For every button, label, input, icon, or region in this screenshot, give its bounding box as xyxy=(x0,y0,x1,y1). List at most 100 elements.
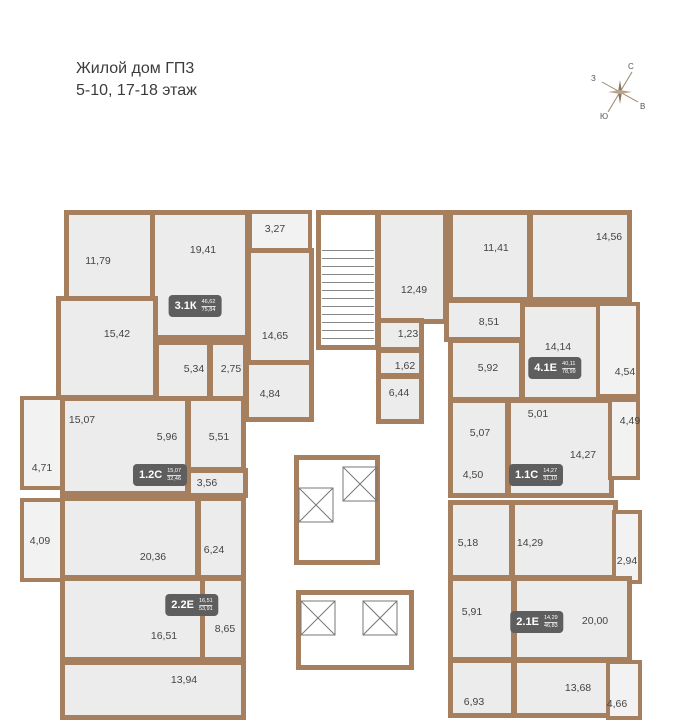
core-area xyxy=(294,455,380,565)
room xyxy=(56,296,158,400)
room-area-label: 11,41 xyxy=(483,242,509,254)
room xyxy=(528,210,632,302)
room xyxy=(448,398,510,498)
room-area-label: 14,14 xyxy=(544,341,572,353)
room-area-label: 11,79 xyxy=(85,255,111,267)
stair-step xyxy=(322,322,374,323)
living-area: 46,62 xyxy=(201,298,216,307)
room xyxy=(512,658,612,718)
room-area-label: 19,41 xyxy=(189,244,217,256)
apartment-code: 3.1К xyxy=(174,300,197,312)
total-area: 46,83 xyxy=(543,622,558,629)
room-area-label: 4,66 xyxy=(606,698,628,710)
room-area-label: 3,56 xyxy=(196,477,218,489)
stair-step xyxy=(322,338,374,339)
stair-step xyxy=(322,330,374,331)
stair-step xyxy=(322,298,374,299)
apartment-code: 2.1Е xyxy=(516,616,539,628)
elevator-icon xyxy=(342,466,378,502)
room xyxy=(200,576,246,662)
loggia xyxy=(606,660,642,720)
room-area-label: 20,00 xyxy=(581,615,609,627)
apartment-code: 2.2Е xyxy=(171,599,194,611)
room xyxy=(376,318,424,352)
room-area-label: 4,50 xyxy=(462,469,484,481)
room-area-label: 6,93 xyxy=(463,696,485,708)
loggia xyxy=(608,398,640,480)
total-area: 53,91 xyxy=(198,605,213,612)
room-area-label: 3,27 xyxy=(264,223,286,235)
stair-step xyxy=(322,250,374,251)
room-area-label: 14,29 xyxy=(516,537,544,549)
compass-south: Ю xyxy=(600,112,609,121)
room-area-label: 12,49 xyxy=(400,284,428,296)
room-area-label: 5,91 xyxy=(461,606,483,618)
stair-step xyxy=(322,266,374,267)
compass-north: С xyxy=(628,62,634,71)
room-area-label: 20,36 xyxy=(139,551,167,563)
compass-west: З xyxy=(591,74,596,83)
room-area-label: 5,07 xyxy=(469,427,491,439)
room-area-label: 1,23 xyxy=(397,328,419,340)
room xyxy=(186,468,248,498)
room-area-label: 4,49 xyxy=(619,415,641,427)
room-area-label: 5,51 xyxy=(208,431,230,443)
room-area-label: 6,24 xyxy=(203,544,225,556)
total-area: 31,10 xyxy=(543,475,558,482)
room-area-label: 4,54 xyxy=(614,366,636,378)
room-area-label: 5,01 xyxy=(527,408,549,420)
living-area: 16,51 xyxy=(198,597,213,606)
room-area-label: 15,07 xyxy=(68,414,96,426)
room-area-label: 14,27 xyxy=(569,449,597,461)
room xyxy=(60,660,246,720)
living-area: 15,07 xyxy=(167,467,182,476)
room-area-label: 4,09 xyxy=(29,535,51,547)
room-area-label: 13,94 xyxy=(170,674,198,686)
room-area-label: 8,51 xyxy=(478,316,500,328)
compass-east: В xyxy=(640,102,646,111)
loggia xyxy=(596,302,640,398)
room-area-label: 5,92 xyxy=(477,362,499,374)
room-area-label: 2,94 xyxy=(616,555,638,567)
total-area: 32,46 xyxy=(167,475,182,482)
living-area: 14,27 xyxy=(543,467,558,476)
room-area-label: 14,56 xyxy=(595,231,623,243)
stair-step xyxy=(322,314,374,315)
apartment-code: 1.1С xyxy=(514,469,539,481)
core-area xyxy=(316,210,380,350)
room-area-label: 8,65 xyxy=(214,623,236,635)
room xyxy=(196,496,246,580)
elevator-icon xyxy=(300,600,336,636)
room-area-label: 1,62 xyxy=(394,360,416,372)
stair-step xyxy=(322,274,374,275)
compass-rose-icon: С З В Ю xyxy=(590,62,650,122)
living-area: 40,11 xyxy=(561,360,576,369)
room xyxy=(244,360,314,422)
room-area-label: 4,71 xyxy=(31,462,53,474)
living-area: 14,29 xyxy=(543,614,558,623)
room-area-label: 5,34 xyxy=(183,363,205,375)
room-area-label: 15,42 xyxy=(103,328,131,340)
room-area-label: 13,68 xyxy=(564,682,592,694)
room xyxy=(448,210,532,302)
total-area: 75,84 xyxy=(201,306,216,313)
elevator-icon xyxy=(362,600,398,636)
room-area-label: 16,51 xyxy=(150,630,178,642)
room-area-label: 5,96 xyxy=(156,431,178,443)
total-area: 78,99 xyxy=(561,368,576,375)
loggia xyxy=(612,510,642,584)
building-title: Жилой дом ГП3 xyxy=(76,60,195,77)
floor-subtitle: 5-10, 17-18 этаж xyxy=(76,82,197,99)
elevator-icon xyxy=(298,487,334,523)
room-area-label: 14,65 xyxy=(261,330,289,342)
room xyxy=(448,576,516,662)
room-area-label: 6,44 xyxy=(388,387,410,399)
room-area-label: 2,75 xyxy=(220,363,242,375)
